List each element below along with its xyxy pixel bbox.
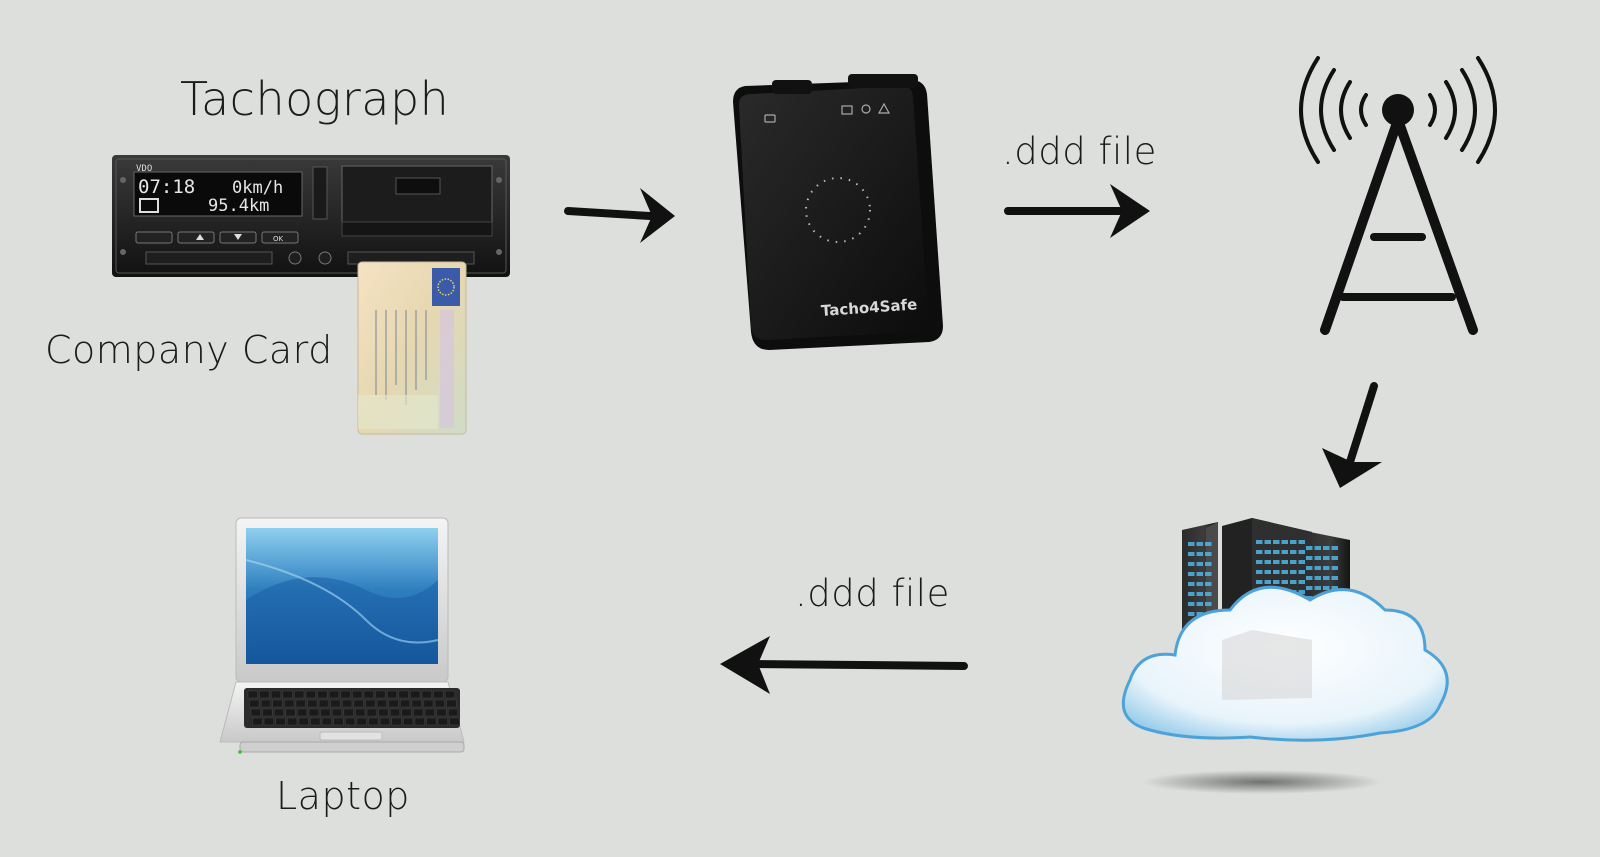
tachograph-distance: 95.4km [208, 196, 269, 216]
ddd-file-label-top: .ddd file [1002, 130, 1157, 173]
ddd-file-label-bottom: .ddd file [795, 572, 950, 615]
company-card-icon [357, 261, 467, 435]
tacho4safe-device-icon: Tacho4Safe [733, 74, 943, 350]
arrow-device-to-tower [1004, 184, 1150, 238]
radio-tower-icon [1299, 56, 1497, 335]
arrow-tachograph-to-device [564, 188, 675, 243]
tachograph-time: 07:18 [138, 176, 195, 198]
laptop-label: Laptop [276, 774, 410, 818]
tachograph-label: Tachograph [180, 72, 450, 126]
keyboard [244, 688, 460, 728]
tachograph-speed: 0km/h [232, 178, 283, 198]
tachograph-icon: VDO 07:18 0km/h 95.4km OK [112, 155, 510, 277]
laptop-icon [219, 517, 465, 754]
cloud-servers-icon [1121, 518, 1449, 794]
arrow-tower-to-cloud [1322, 382, 1382, 488]
company-card-label: Company Card [45, 328, 333, 372]
tachograph-ok-button: OK [273, 235, 284, 243]
arrow-cloud-to-laptop [720, 636, 968, 694]
tachograph-brand: VDO [136, 164, 152, 174]
